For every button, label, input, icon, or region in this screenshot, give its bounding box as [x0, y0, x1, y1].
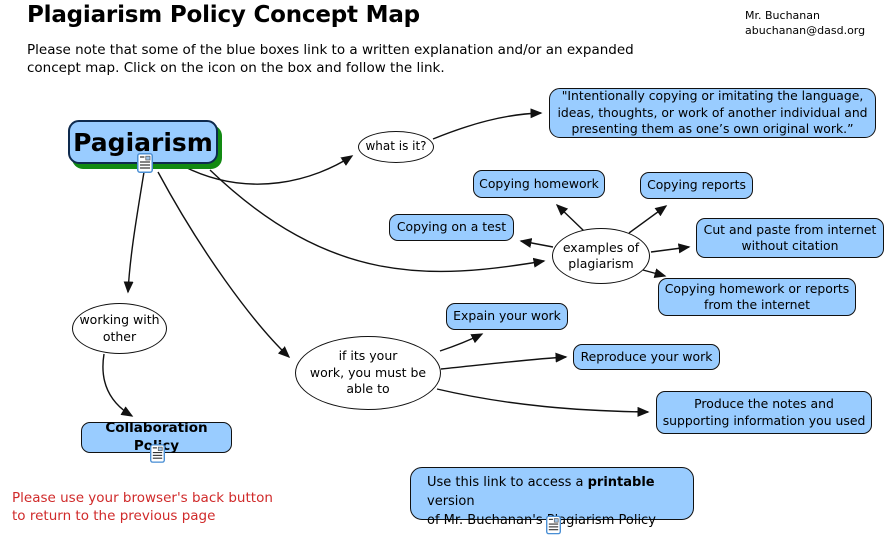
edge-what-is-it-to-definition [432, 108, 543, 140]
node-working-with-other: working with other [72, 303, 167, 354]
back-note-line1: Please use your browser's back button [12, 490, 273, 506]
edge-root-to-working-with-other [123, 171, 145, 294]
node-label: Copying homework or reports from the int… [664, 280, 850, 312]
node-copying-from-internet: Copying homework or reports from the int… [658, 278, 856, 316]
node-label: "Intentionally copying or imitating the … [557, 88, 868, 137]
node-label: Copying reports [647, 177, 746, 193]
printable-text-suffix: version [427, 493, 475, 509]
node-label: working with other [79, 312, 160, 344]
edge-examples-to-copying-from-internet [642, 268, 667, 279]
node-printable-link: Use this link to access a printable vers… [410, 467, 694, 520]
intro-note-line2: concept map. Click on the icon on the bo… [27, 59, 445, 76]
node-label: Pagiarism [73, 127, 213, 157]
printable-text-bold: printable [587, 475, 655, 490]
node-copying-reports: Copying reports [640, 172, 753, 199]
page-title: Plagiarism Policy Concept Map [27, 2, 420, 28]
node-label: Cut and paste from internet without cita… [703, 221, 877, 253]
document-link-icon[interactable] [150, 444, 165, 463]
back-note-line2: to return to the previous page [12, 507, 216, 524]
node-definition-quote: "Intentionally copying or imitating the … [549, 88, 876, 138]
node-explain-your-work: Expain your work [446, 303, 568, 330]
edge-examples-to-copying-reports [628, 205, 668, 234]
printable-text-prefix: Use this link to access a [427, 475, 588, 490]
node-examples-of-plagiarism: examples of plagiarism [552, 228, 650, 284]
printable-text-line2: of Mr. Buchanan's Plagiarism Policy [427, 512, 656, 528]
node-plagiarism-root: Pagiarism [68, 120, 218, 164]
author-email: abuchanan@dasd.org [745, 23, 866, 37]
edge-examples-to-copying-homework [555, 203, 585, 232]
edge-if-its-your-to-reproduce [440, 352, 568, 370]
intro-note: Please note that some of the blue boxes … [27, 42, 634, 77]
node-label: Reproduce your work [580, 348, 713, 364]
node-copying-on-a-test: Copying on a test [389, 214, 514, 241]
node-label: Produce the notes and supporting informa… [662, 396, 866, 428]
author-info: Mr. Buchanan abuchanan@dasd.org [745, 9, 865, 39]
node-label: Expain your work [453, 308, 561, 324]
node-label: Copying on a test [396, 219, 507, 235]
edge-examples-to-cut-and-paste [650, 243, 691, 254]
author-name: Mr. Buchanan [745, 9, 820, 22]
edge-root-to-if-its-your [157, 171, 291, 359]
node-if-its-your-work: if its your work, you must be able to [295, 336, 441, 410]
node-label: Use this link to access a printable vers… [427, 474, 683, 531]
back-button-note: Please use your browser's back button to… [12, 490, 273, 525]
node-label: examples of plagiarism [562, 239, 640, 272]
document-link-icon[interactable] [137, 153, 153, 173]
edge-if-its-your-to-produce-notes [436, 388, 650, 417]
node-produce-notes: Produce the notes and supporting informa… [656, 391, 872, 434]
edge-examples-to-copying-on-a-test [519, 238, 554, 248]
document-link-icon[interactable] [546, 515, 561, 535]
edge-if-its-your-to-explain [439, 333, 484, 352]
node-label: Copying homework [479, 175, 599, 191]
node-copying-homework: Copying homework [473, 170, 605, 198]
node-cut-and-paste: Cut and paste from internet without cita… [696, 218, 884, 258]
node-collaboration-policy: Collaboration Policy [81, 420, 232, 453]
node-what-is-it: what is it? [358, 131, 434, 163]
intro-note-line1: Please note that some of the blue boxes … [27, 42, 634, 58]
node-reproduce-your-work: Reproduce your work [573, 344, 720, 370]
node-label: if its your work, you must be able to [309, 348, 427, 397]
node-label: what is it? [365, 139, 427, 154]
edge-working-to-collaboration [102, 353, 134, 417]
